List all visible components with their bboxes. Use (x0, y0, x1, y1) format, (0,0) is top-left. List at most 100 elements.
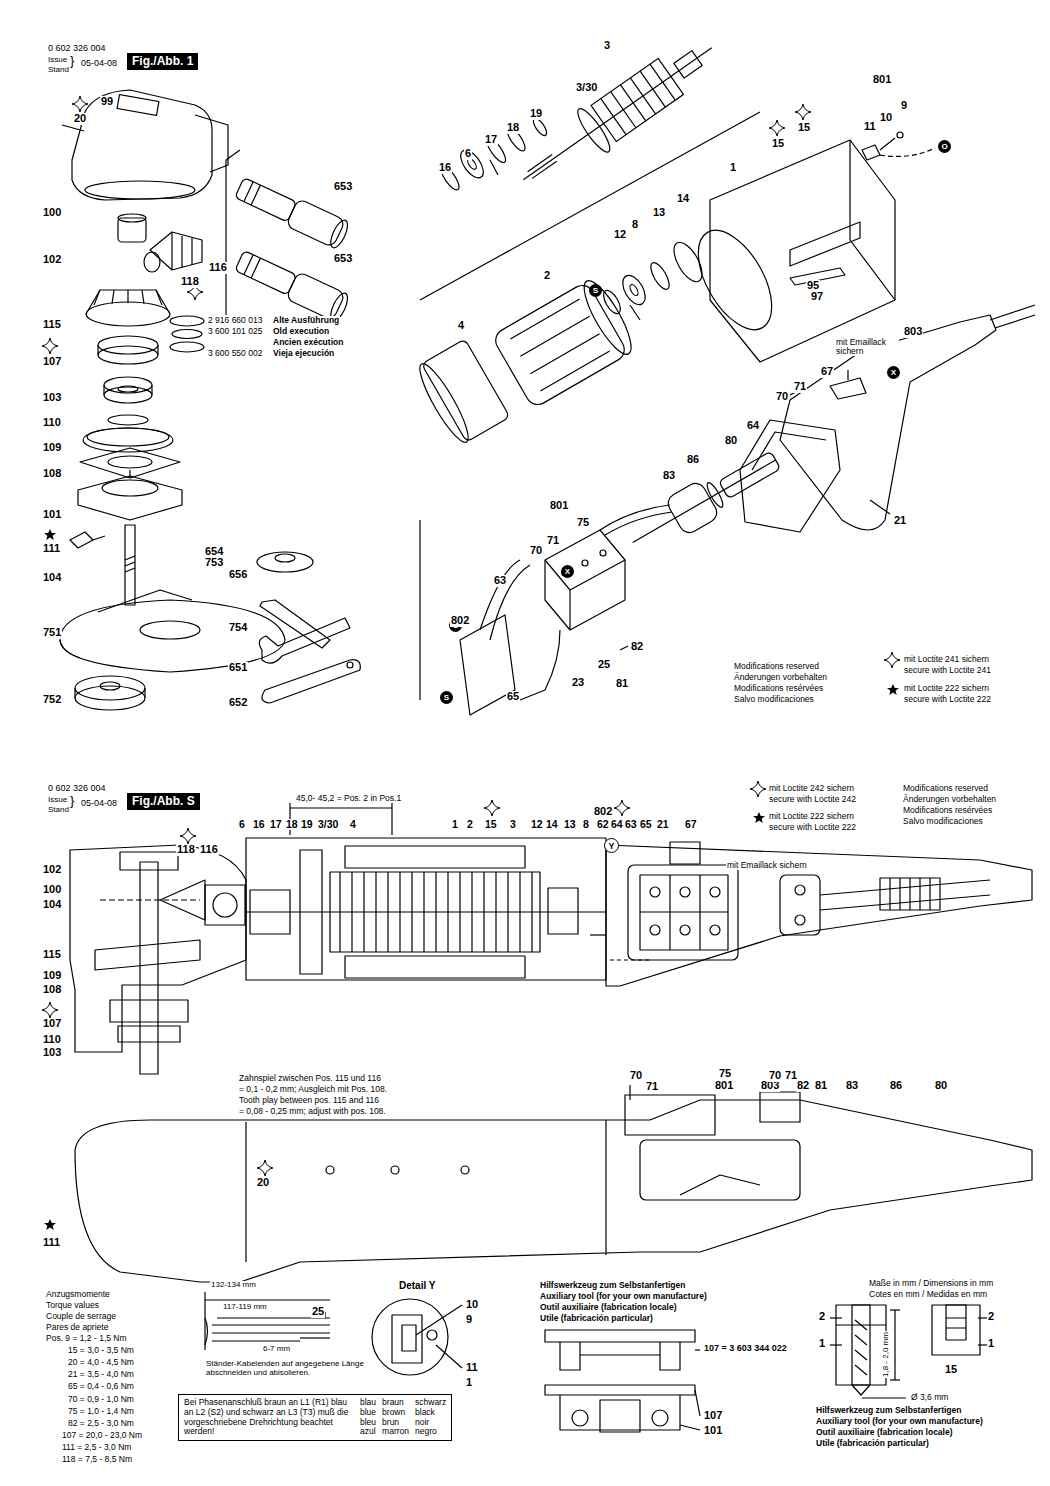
note-text: Issue (47, 796, 68, 805)
callout-number: 8 (631, 219, 639, 231)
callout-number: 2 (543, 270, 551, 282)
note-text: secure with Loctite 222 (903, 695, 992, 704)
callout-number: 65 (506, 691, 520, 703)
callout-number: 67 (820, 366, 834, 378)
callout-number: 3 (603, 40, 611, 52)
note-text: Modifications resérvées (902, 806, 993, 815)
callout-number: 102 (42, 254, 62, 266)
callout-number: 23 (571, 677, 585, 689)
callout-number: 20 (256, 1177, 270, 1189)
callout-number: 10 (465, 1299, 479, 1311)
callout-number: 751 (42, 627, 62, 639)
callout-number: 118 (180, 276, 200, 288)
callout-number: 801 (549, 500, 569, 512)
callout-number: 4 (457, 320, 465, 332)
callout-number: 802 (450, 615, 470, 627)
callout-number: 16 (252, 819, 266, 830)
callout-number: 104 (42, 572, 62, 584)
note-box: Bei Phasenanschluß braun an L1 (R1) blau… (178, 1394, 452, 1441)
callout-number: 1 (451, 819, 459, 830)
callout-number: 11 (465, 1362, 479, 1374)
callout-number: 1 (987, 1338, 995, 1350)
callout-number: 101 (703, 1425, 723, 1437)
callout-number: 6 (238, 819, 246, 830)
table-cell: schwarz (415, 1398, 446, 1408)
note-text: 05-04-08 (80, 59, 118, 69)
table-cell: brown (382, 1408, 409, 1418)
note-text: 107 = 3 603 344 022 (703, 1344, 788, 1354)
callout-number: 67 (684, 819, 698, 830)
callout-number: 25 (311, 1306, 325, 1318)
callout-number: 81 (814, 1080, 828, 1092)
callout-number: 83 (662, 470, 676, 482)
callout-number: 801 (714, 1080, 734, 1092)
callout-number: 63 (624, 819, 638, 830)
callout-number: 65 (639, 819, 653, 830)
callout-number: 652 (228, 697, 248, 709)
connection-marker: X (887, 366, 900, 379)
note-text: Hilfswerkzeug zum Selbstanfertigen (815, 1406, 962, 1415)
callout-number: 107 (703, 1410, 723, 1422)
callout-number: 111 (42, 1237, 61, 1249)
note-text: Modifications resérvées (733, 684, 824, 693)
note-text: Anzugsmomente (45, 1290, 111, 1299)
callout-number: 19 (300, 819, 314, 830)
note-text: 75 = 1,0 - 1,4 Nm (67, 1407, 135, 1416)
callout-number: 70 (529, 545, 543, 557)
callout-number: 80 (724, 435, 738, 447)
note-text: 82 = 2,5 - 3,0 Nm (67, 1419, 135, 1428)
callout-number: 71 (546, 535, 560, 547)
callout-number: 803 (903, 326, 923, 338)
note-text: Outil auxiliaire (fabrication locale) (539, 1303, 678, 1312)
callout-number: 115 (42, 949, 62, 961)
note-text: 45,0- 45,2 = Pos. 2 in Pos.1 (295, 794, 402, 803)
note-text: secure with Loctite 241 (903, 666, 992, 675)
table-cell: bleu (360, 1418, 376, 1428)
callout-number: 75 (576, 517, 590, 529)
callout-number: 109 (42, 970, 62, 982)
table-cell: black (415, 1408, 446, 1418)
callout-number: 3/30 (575, 82, 598, 94)
note-text: Salvo modificaciones (733, 695, 815, 704)
callout-number: 3 (509, 819, 517, 830)
note-text: 65 = 0,4 - 0,6 Nm (67, 1382, 135, 1391)
callout-number: 1 (818, 1338, 826, 1350)
figure-tag: Fig./Abb. S (127, 793, 200, 810)
callout-number: 109 (42, 442, 62, 454)
note-text: Änderungen vorbehalten (733, 673, 828, 682)
callout-number: 15 (484, 819, 498, 830)
callout-number: 801 (872, 74, 892, 86)
note-text: Änderungen vorbehalten (902, 795, 997, 804)
callout-number: 14 (545, 819, 559, 830)
note-text: 2 916 660 013 (207, 316, 263, 325)
callout-number: 16 (438, 162, 452, 174)
table-cell: blau (360, 1398, 376, 1408)
callout-number: 111 (42, 543, 61, 555)
note-text: secure with Loctite 242 (768, 795, 857, 804)
table-cell: brun (382, 1418, 409, 1428)
callout-number: 97 (810, 291, 824, 303)
connection-marker: O (938, 140, 951, 153)
note-text: Tooth play between pos. 115 and 116 (238, 1096, 380, 1105)
callout-number: 14 (676, 193, 690, 205)
callout-number: 19 (529, 108, 543, 120)
callout-number: 802 (593, 806, 613, 818)
callout-number: 753 (204, 557, 224, 569)
marker-letter: Y (608, 841, 614, 851)
table-cell: noir (415, 1418, 446, 1428)
note-text: Auxiliary tool (for your own manufacture… (815, 1417, 984, 1426)
callout-number: 17 (269, 819, 283, 830)
callout-number: 25 (597, 659, 611, 671)
note-text: mit Emaillack sichern (726, 861, 808, 870)
note-text: Auxiliary tool (for your own manufacture… (539, 1292, 708, 1301)
callout-number: 653 (333, 253, 353, 265)
callout-number: 110 (42, 1034, 62, 1046)
note-text: Old execution (272, 327, 330, 336)
callout-number: 653 (333, 181, 353, 193)
callout-number: 13 (652, 207, 666, 219)
callout-number: 107 (42, 1018, 62, 1030)
callout-number: 71 (793, 381, 807, 393)
note-text: Pos. 9 = 1,2 - 1,5 Nm (45, 1334, 128, 1343)
callout-number: 2 (987, 1311, 995, 1323)
